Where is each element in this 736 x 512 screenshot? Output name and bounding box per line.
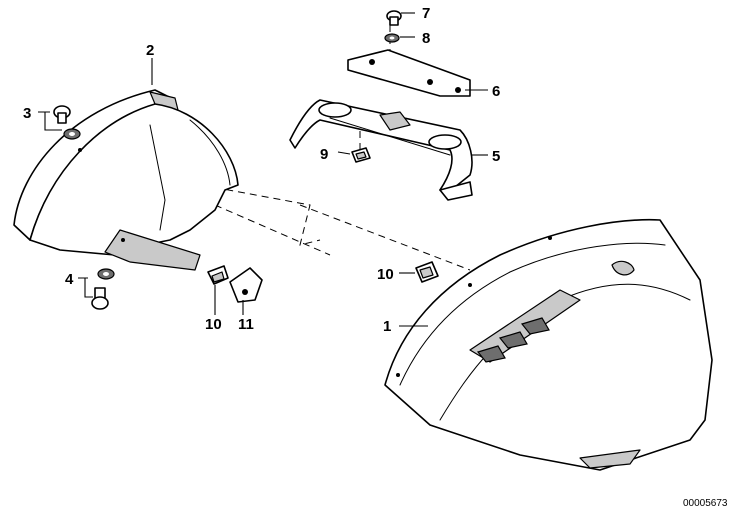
callout-10-left: 10 (205, 316, 222, 333)
diagram-reference-number: 00005673 (683, 498, 728, 509)
callout-7: 7 (422, 5, 430, 22)
callout-11: 11 (238, 316, 254, 333)
callout-2: 2 (146, 42, 154, 59)
part-4-washer-screw (91, 268, 115, 310)
part-2-inner-panel (13, 89, 239, 271)
callout-10-right: 10 (377, 266, 394, 283)
callout-8: 8 (422, 30, 430, 47)
part-5-carrier (289, 99, 473, 201)
callout-1: 1 (383, 318, 391, 335)
part-3-screw-washer (53, 105, 81, 140)
part-11-bracket (229, 267, 263, 303)
part-1-fairing (384, 218, 713, 471)
part-10-clip-right (415, 261, 439, 283)
leader-lines (38, 12, 488, 327)
part-8-washer (384, 33, 400, 43)
part-10-clip-left (207, 265, 229, 285)
part-7-screw (386, 10, 402, 26)
callout-3: 3 (23, 105, 31, 122)
part-6-plate (347, 49, 471, 97)
callout-6: 6 (492, 83, 500, 100)
callout-4: 4 (65, 271, 74, 288)
callout-5: 5 (492, 148, 500, 165)
part-9-clip-nut (351, 147, 371, 163)
callout-9: 9 (320, 146, 328, 163)
